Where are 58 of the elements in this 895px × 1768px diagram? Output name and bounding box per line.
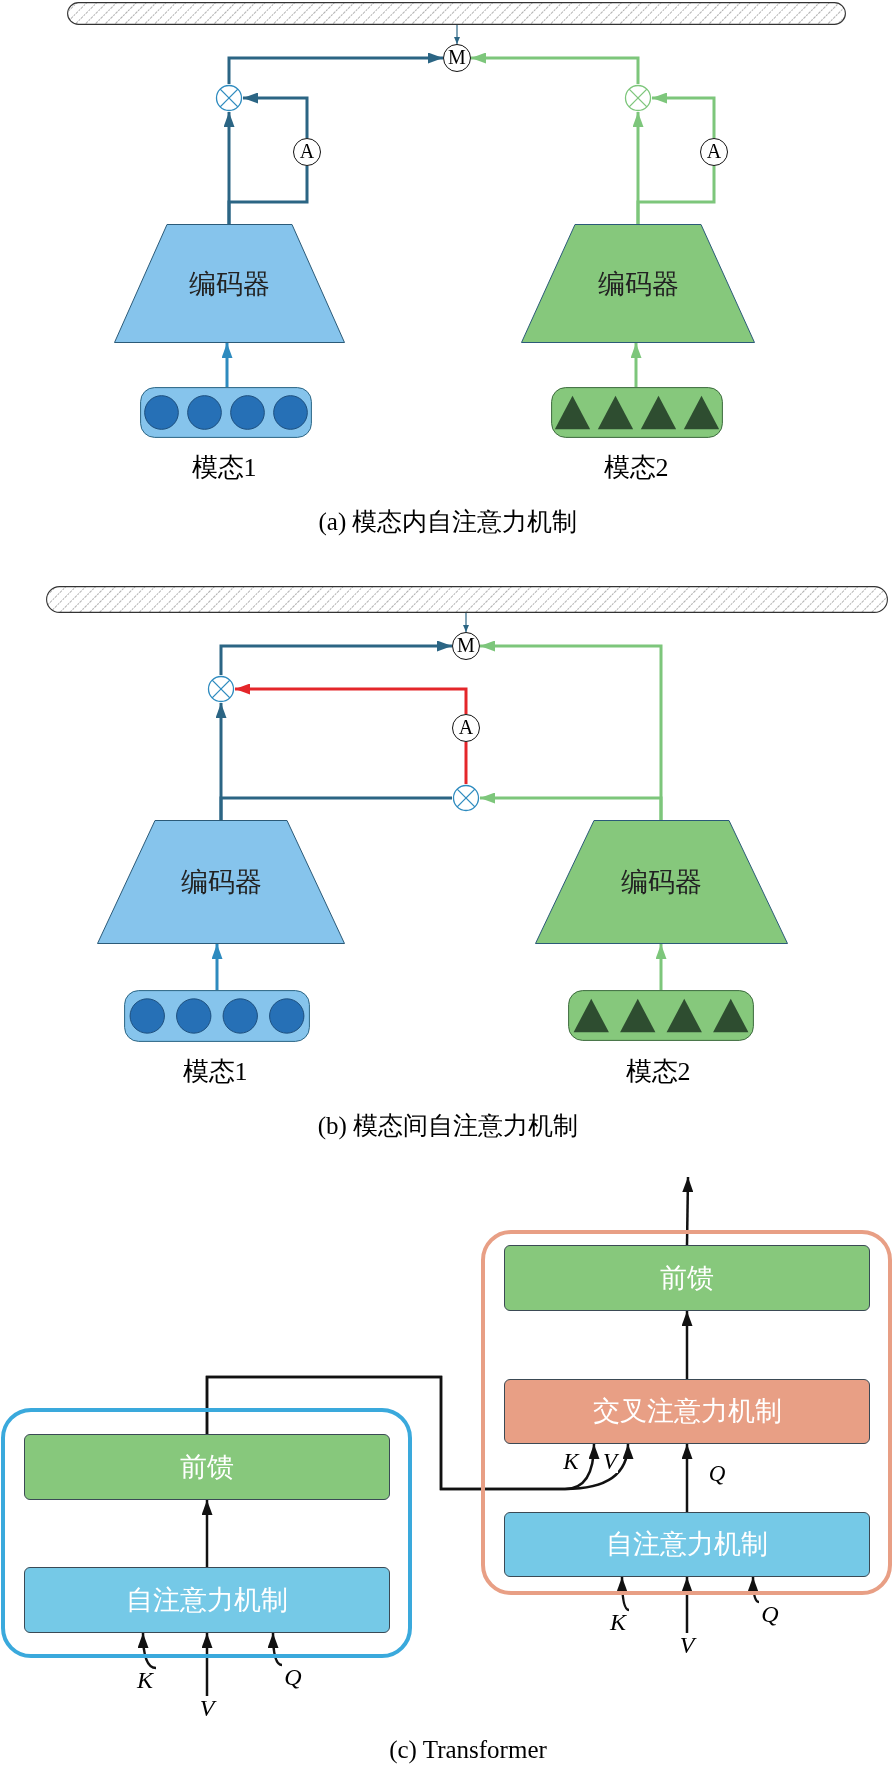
layer-box: 交叉注意力机制 (504, 1379, 870, 1444)
input-label: V (196, 1696, 218, 1720)
arrow (681, 1577, 693, 1633)
arrow (267, 1633, 283, 1667)
layer-box: 前馈 (504, 1245, 870, 1311)
input-label: Q (759, 1602, 781, 1626)
layer-box: 前馈 (24, 1434, 390, 1500)
arrow (682, 1177, 694, 1245)
figure-caption: (c) Transformer (389, 1736, 547, 1764)
operator-circle: A (700, 138, 728, 166)
connector-line (219, 796, 452, 820)
operator-circle: A (293, 138, 321, 166)
arrow (681, 1311, 693, 1379)
connector-line (227, 166, 309, 224)
arrow (747, 1577, 760, 1604)
operator-circle: A (452, 714, 480, 742)
module-frame (481, 1230, 892, 1595)
arrow (454, 24, 460, 45)
figure-caption: (b) 模态间自注意力机制 (317, 1110, 579, 1142)
arrow (471, 52, 640, 84)
input-label: Q (282, 1665, 304, 1689)
edge-label: V (601, 1451, 619, 1473)
input-label: V (676, 1633, 698, 1657)
encoder-label: 编码器 (621, 866, 702, 899)
modality-label: 模态1 (182, 1055, 248, 1088)
operator-circle: M (452, 632, 480, 660)
encoder-label: 编码器 (597, 267, 679, 301)
arrow (219, 640, 452, 675)
arrow (211, 944, 223, 990)
arrow (201, 1500, 213, 1567)
arrow (221, 343, 233, 387)
figure-caption: (a) 模态内自注意力机制 (318, 506, 578, 538)
arrow (630, 343, 642, 387)
modality-label: 模态2 (625, 1055, 691, 1088)
connector-line (464, 742, 468, 784)
module-frame (1, 1408, 412, 1658)
arrow (681, 1444, 693, 1512)
modality-label: 模态2 (603, 451, 669, 484)
arrow (201, 1633, 213, 1696)
connector-line (636, 166, 716, 224)
encoder-label: 编码器 (189, 267, 270, 301)
arrow (655, 944, 667, 990)
arrow (243, 92, 309, 138)
arrow (616, 1577, 630, 1612)
arrow (227, 52, 443, 84)
edge-label: Q (707, 1463, 727, 1485)
arrow (235, 683, 468, 714)
operator-circle: M (443, 44, 471, 72)
layer-box: 自注意力机制 (24, 1567, 390, 1633)
arrow (463, 612, 469, 633)
modality-label: 模态1 (191, 451, 257, 484)
encoder-label: 编码器 (180, 866, 262, 899)
layer-box: 自注意力机制 (504, 1512, 870, 1577)
arrow (652, 92, 716, 138)
input-label: K (607, 1610, 629, 1634)
arrow (137, 1632, 157, 1670)
arrow (480, 640, 663, 820)
input-label: K (134, 1668, 156, 1692)
